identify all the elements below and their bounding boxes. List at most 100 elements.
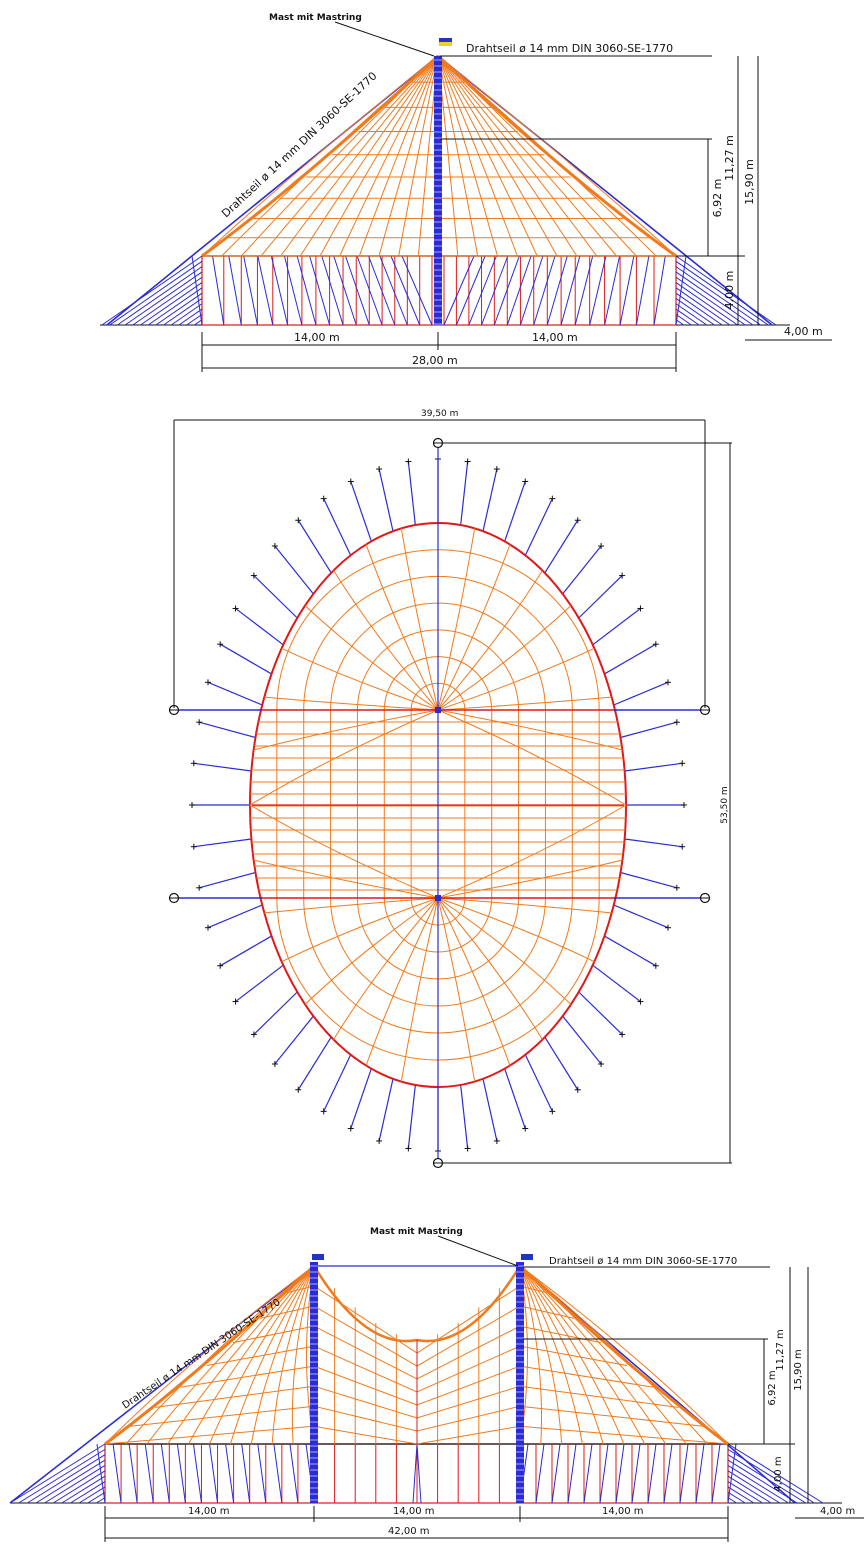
- canvas-meridian-right: [519, 1265, 729, 1445]
- wall-brace: [243, 255, 258, 326]
- guy-line-left: [178, 308, 203, 326]
- mast: [516, 1262, 524, 1503]
- wall-brace: [653, 255, 666, 326]
- roof-outline-left: [104, 1264, 316, 1446]
- guy-line-left: [186, 313, 203, 326]
- canvas-meridian-left: [188, 1265, 315, 1445]
- canvas-meridian-right: [519, 1265, 625, 1445]
- canvas-meridian-right: [437, 55, 677, 257]
- mast-flag-icon: [312, 1254, 324, 1260]
- guy-line-left: [27, 1454, 106, 1504]
- wall-brace: [604, 255, 621, 326]
- long-tent-geometry: [9, 1262, 842, 1504]
- net-radial: [264, 897, 439, 914]
- guy-line-right: [675, 313, 692, 326]
- roof-outline-right: [518, 1264, 729, 1446]
- plan-guy-line: [578, 991, 623, 1035]
- wall-brace: [631, 1443, 641, 1504]
- plan-guy-line: [207, 904, 263, 929]
- guy-line-right: [675, 282, 738, 326]
- canvas-meridian-right: [437, 55, 479, 257]
- guy-line-right: [675, 271, 754, 326]
- canvas-meridian-right: [437, 55, 518, 257]
- round-tent-elevation: Mast mit Mastring Drahtseil ø 14 mm DIN …: [100, 13, 832, 372]
- wall-brace: [506, 255, 532, 326]
- plan-guy-line: [592, 607, 641, 646]
- canvas-meridian-right: [437, 55, 598, 257]
- roof-outline-right: [436, 54, 677, 258]
- plan-guy-line: [460, 461, 469, 526]
- round-tent-geometry: [100, 54, 790, 326]
- guy-line-left: [78, 1486, 106, 1504]
- wall-brace: [257, 255, 274, 326]
- guy-line-left: [101, 255, 203, 326]
- wall-brace: [228, 255, 242, 326]
- dim-left-label: 14,00 m: [294, 331, 340, 344]
- wall-brace: [345, 255, 370, 326]
- mast-leader-line: [437, 1235, 519, 1267]
- plan-guy-line: [198, 721, 256, 739]
- wall-brace: [356, 255, 383, 326]
- wall-brace: [443, 255, 475, 326]
- canvas-meridian-right: [437, 55, 538, 257]
- canvas-meridian-left: [271, 1265, 315, 1445]
- guy-line-right: [727, 1465, 789, 1504]
- wall-brace: [270, 255, 289, 326]
- plan-guy-line: [544, 519, 579, 574]
- plan-guy-line: [207, 681, 263, 706]
- net-radial: [437, 897, 572, 1005]
- wall-brace: [663, 1443, 673, 1504]
- dim-mid-label: 14,00 m: [393, 1506, 435, 1517]
- canvas-meridian-left: [104, 1265, 315, 1445]
- wall-brace: [212, 255, 225, 326]
- guy-line-right: [675, 260, 769, 326]
- canvas-meridian-right: [437, 55, 578, 257]
- net-radial: [437, 570, 543, 711]
- net-radial: [253, 709, 439, 751]
- guy-line-left: [194, 319, 203, 326]
- dim-right-label: 14,00 m: [602, 1506, 644, 1517]
- canvas-meridian-right: [437, 55, 617, 257]
- net-radial: [365, 544, 439, 711]
- dim-11-27-label: 11,27 m: [723, 135, 736, 181]
- guy-line-left: [61, 1475, 106, 1504]
- canvas-meridian-left: [291, 1265, 315, 1445]
- wall-brace: [390, 255, 421, 326]
- net-radial: [437, 804, 627, 899]
- wall-brace: [567, 1443, 577, 1504]
- dim-15-90-label: 15,90 m: [793, 1349, 804, 1391]
- roof-cable-label: Drahtseil ø 14 mm DIN 3060-SE-1770: [219, 69, 379, 220]
- guy-line-left: [87, 1491, 106, 1504]
- guy-line-right: [675, 287, 731, 326]
- guy-line-left: [18, 1448, 106, 1504]
- wall-brace: [533, 255, 556, 326]
- dim-wall-label: 4,00 m: [773, 1456, 784, 1491]
- net-radial: [365, 897, 439, 1066]
- canvas-meridian-right: [519, 1265, 529, 1445]
- net-radial: [437, 709, 627, 806]
- canvas-meridian-left: [250, 1265, 315, 1445]
- plan-guy-line: [253, 575, 298, 619]
- plan-guy-line: [604, 643, 657, 675]
- wall-brace: [257, 1443, 267, 1504]
- wall-brace: [283, 255, 303, 326]
- cable-label: Drahtseil ø 14 mm DIN 3060-SE-1770: [549, 1256, 737, 1267]
- net-radial: [437, 709, 623, 751]
- plan-guy-line: [524, 1054, 553, 1112]
- guy-line-left: [124, 271, 203, 326]
- dim-15-90-label: 15,90 m: [743, 159, 756, 205]
- wall-brace: [160, 1443, 170, 1504]
- plan-guy-line: [407, 1084, 416, 1149]
- plan-guy-line: [504, 1068, 526, 1129]
- guy-line-left: [163, 298, 203, 326]
- wall-brace: [112, 1443, 122, 1504]
- plan-guy-line: [460, 1084, 469, 1149]
- wall-brace: [455, 255, 486, 326]
- wall-brace: [647, 1443, 657, 1504]
- canvas-meridian-left: [229, 1265, 315, 1445]
- guy-line-right: [675, 298, 715, 326]
- canvas-meridian-right: [519, 1265, 542, 1445]
- wall-brace: [711, 1443, 721, 1504]
- guy-line-left: [52, 1470, 106, 1504]
- net-radial: [304, 605, 439, 711]
